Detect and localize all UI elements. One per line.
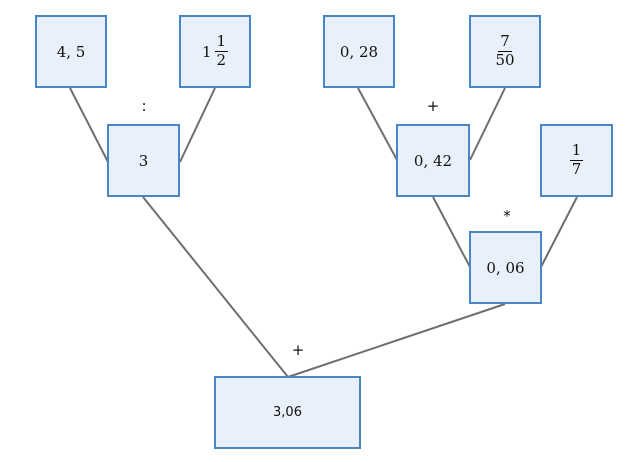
fraction-numerator: 1: [569, 141, 584, 161]
operator-plus-final: +: [291, 341, 305, 359]
operator-plus-top: +: [426, 97, 440, 115]
leaf-value: 4, 5: [56, 42, 86, 61]
edge-e-mul: [540, 196, 578, 268]
mixed-whole: 1: [201, 42, 212, 61]
edge-b-div: [179, 87, 216, 163]
operator-multiply: *: [503, 207, 511, 225]
fraction: 1 7: [569, 141, 584, 178]
leaf-box-7-50: 7 50: [469, 15, 541, 88]
node-box-quotient: 3: [107, 124, 180, 197]
operator-divide: :: [141, 97, 147, 115]
leaf-value: 0, 28: [339, 42, 379, 61]
edge-mul-final: [287, 303, 506, 378]
edge-d-sum: [469, 87, 506, 161]
fraction: 1 2: [214, 32, 229, 69]
node-box-sum: 0, 42: [396, 124, 470, 197]
edge-sum-mul: [432, 196, 471, 268]
node-value: 0, 06: [486, 258, 525, 277]
fraction-denominator: 50: [495, 51, 515, 69]
edge-c-sum: [357, 87, 398, 161]
fraction: 7 50: [493, 32, 516, 69]
mixed-number: 1 1 2: [201, 32, 229, 69]
node-value: 0, 42: [413, 151, 453, 170]
leaf-box-4-5: 4, 5: [35, 15, 107, 88]
edge-div-final: [142, 196, 289, 378]
node-value: 3,06: [273, 405, 302, 420]
fraction-denominator: 7: [571, 160, 582, 178]
fraction-denominator: 2: [216, 51, 227, 69]
node-box-final-result: 3,06: [214, 376, 361, 449]
fraction-numerator: 1: [214, 32, 229, 52]
node-box-product: 0, 06: [469, 231, 542, 304]
leaf-box-mixed-1-1-2: 1 1 2: [179, 15, 251, 88]
node-value: 3: [138, 151, 149, 170]
edge-a-div: [69, 87, 109, 163]
leaf-box-0-28: 0, 28: [323, 15, 395, 88]
leaf-box-1-7: 1 7: [540, 124, 613, 197]
fraction-numerator: 7: [498, 32, 512, 52]
